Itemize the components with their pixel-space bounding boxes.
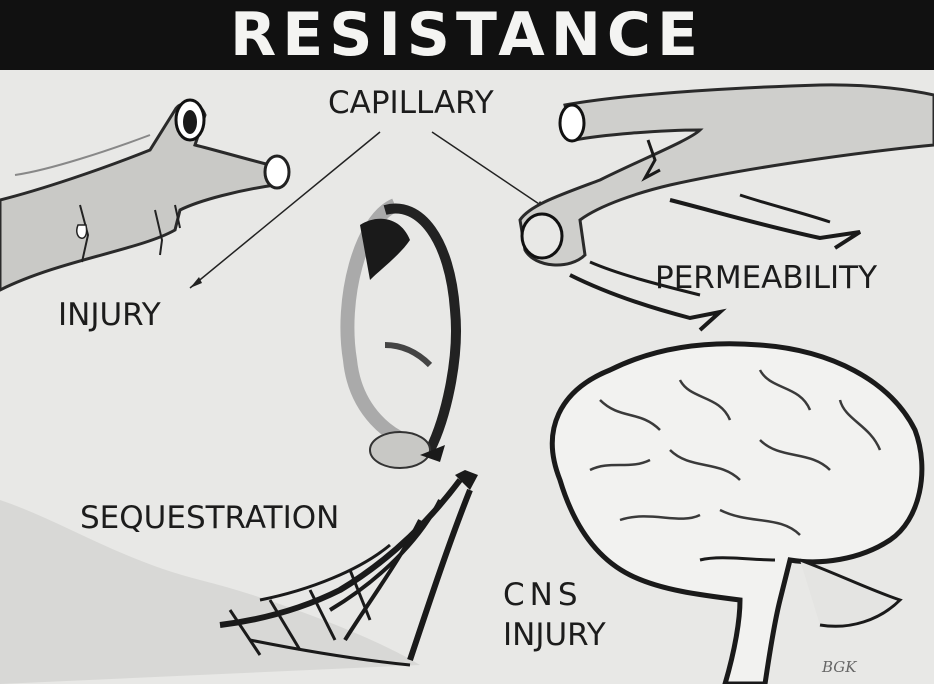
figure-title: RESISTANCE bbox=[230, 5, 704, 65]
label-capillary: CAPILLARY bbox=[328, 88, 494, 119]
vessel-loop bbox=[347, 205, 456, 468]
brain bbox=[552, 344, 922, 684]
label-cns: CNS bbox=[503, 580, 583, 611]
label-cns-injury: INJURY bbox=[503, 620, 606, 651]
title-bar: RESISTANCE bbox=[0, 0, 934, 70]
label-injury: INJURY bbox=[58, 300, 161, 331]
label-sequestration: SEQUESTRATION bbox=[80, 503, 339, 534]
illustration bbox=[0, 70, 934, 684]
label-permeability: PERMEABILITY bbox=[655, 263, 877, 294]
injured-capillary bbox=[0, 100, 289, 290]
artist-signature: BGK bbox=[822, 660, 857, 675]
